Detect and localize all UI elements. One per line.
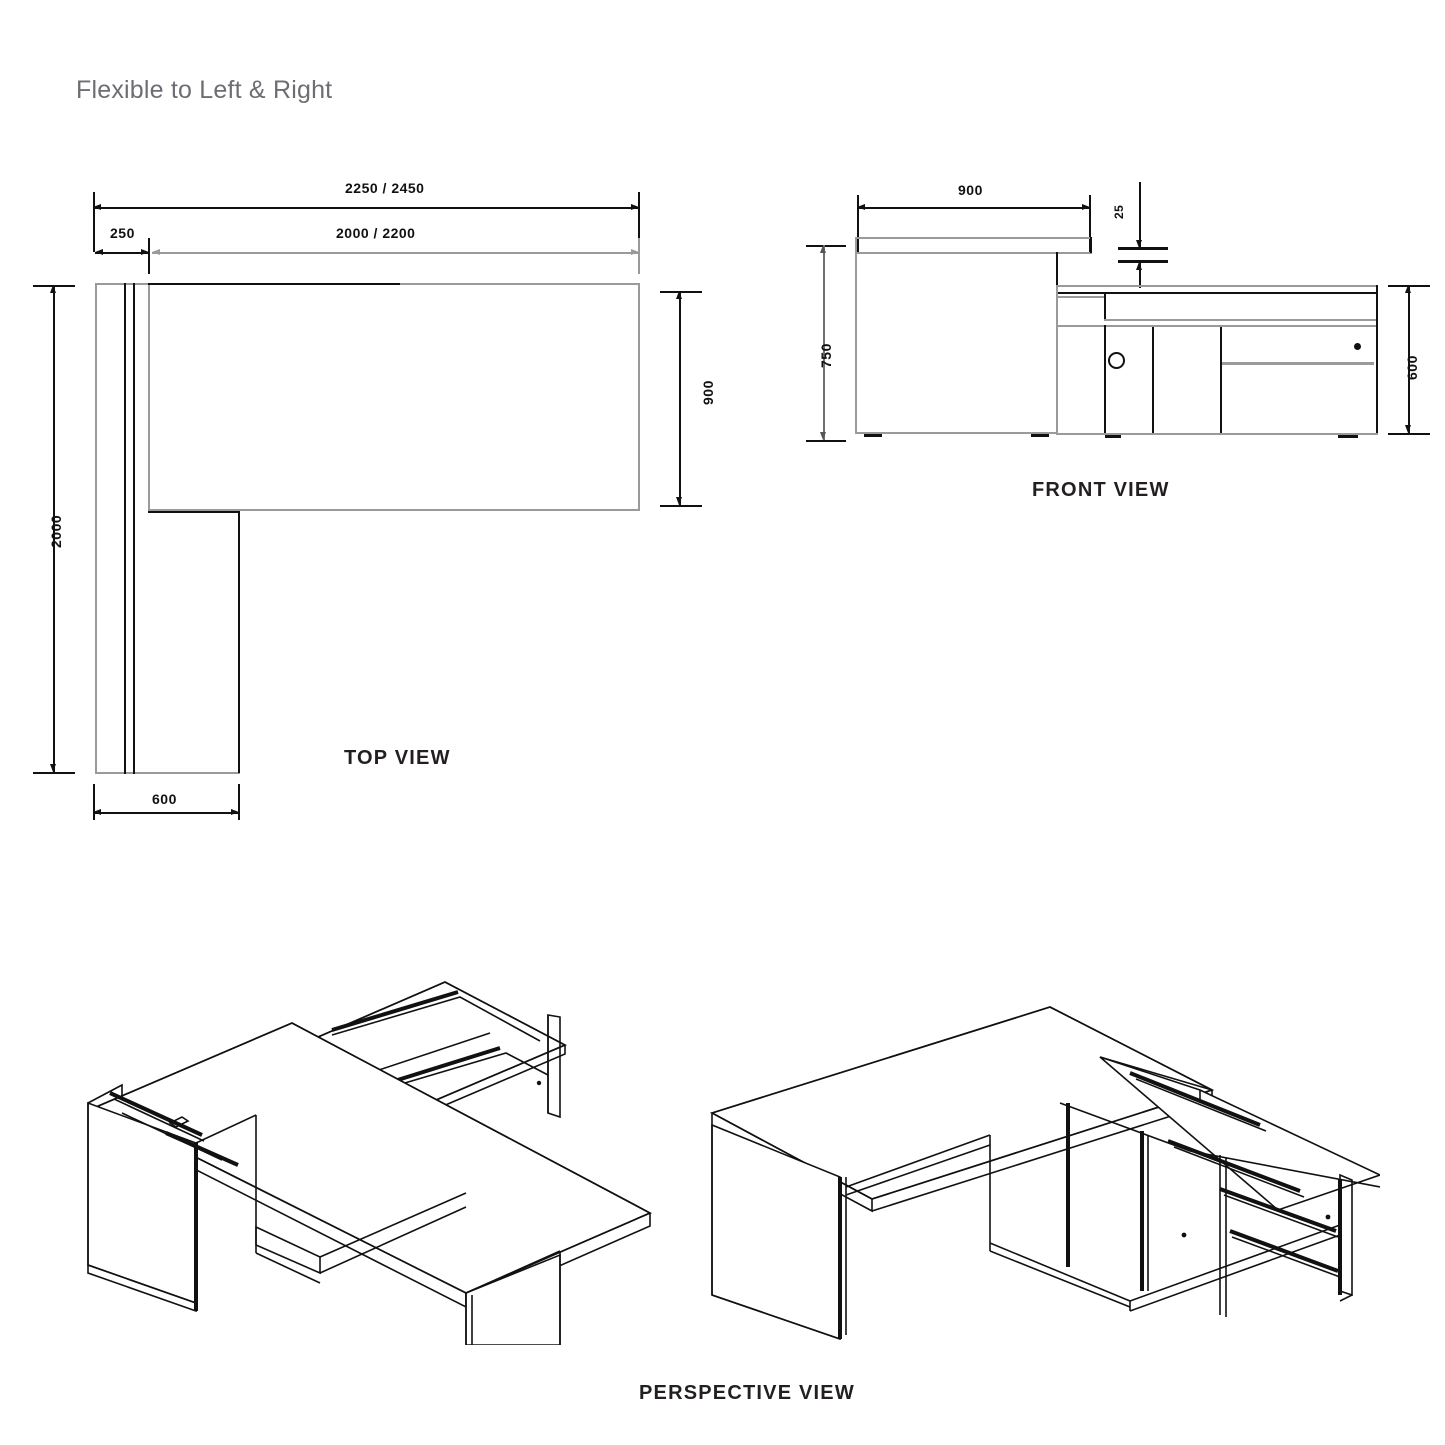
front-drawer-divider: [1222, 362, 1374, 365]
dim-line-top-overall-width: [93, 207, 639, 209]
topview-side-left-edge: [95, 283, 97, 774]
dim-front-desk-depth: 900: [958, 182, 983, 198]
front-cabinet-rail-a: [1056, 296, 1106, 298]
label-top-view: TOP VIEW: [344, 747, 451, 769]
dim-front-height: 750: [818, 343, 834, 368]
topview-side-top-edge: [95, 283, 150, 285]
page-title: Flexible to Left & Right: [76, 76, 333, 104]
front-cabinet-top-slab-upper: [1056, 285, 1376, 287]
ext-line-750-top: [806, 245, 846, 247]
ext-line-750-bottom: [806, 440, 846, 442]
front-foot-left-2: [1031, 434, 1049, 437]
dim-line-top-side-depth: [93, 812, 239, 814]
dim-arrow-600-right: [231, 809, 239, 815]
front-cabinet-door-divider-3: [1220, 327, 1222, 433]
dim-arrow-front900-right: [1082, 204, 1090, 210]
topview-side-bottom-edge: [95, 772, 240, 774]
dim-top-overall-depth: 2000: [48, 514, 64, 548]
dim-arrow-left: [93, 204, 101, 210]
front-cabinet-rail-b: [1104, 319, 1376, 321]
dim-top-return-width: 250: [110, 225, 135, 241]
topview-return-top-edge: [148, 511, 240, 513]
dim-arrow-2000-right: [631, 249, 639, 255]
ext-line-front900-right: [1089, 195, 1091, 253]
topview-return-right-edge: [238, 511, 240, 773]
dim-top-overall-width: 2250 / 2450: [345, 180, 425, 196]
dim-line-top-return-width: [95, 252, 148, 254]
ext-line-600-right: [238, 784, 240, 820]
front-cabinet-divider-top: [1104, 292, 1106, 320]
dim-arrow-600-left: [93, 809, 101, 815]
dim-line-thickness-lower: [1139, 262, 1141, 288]
ext-line-overall-right: [638, 192, 640, 252]
topview-desktop-panel: [148, 283, 640, 511]
label-front-view: FRONT VIEW: [1032, 479, 1170, 501]
front-cabinet-top-slab-lower: [1056, 292, 1376, 294]
ext-line-thickness-bottom: [1118, 260, 1168, 263]
front-desktop-top-edge: [855, 237, 1092, 239]
front-cabinet-left-edge: [1056, 285, 1058, 435]
front-foot-cab-1: [1105, 435, 1121, 438]
topview-panel-line-b: [133, 283, 135, 774]
label-perspective-view: PERSPECTIVE VIEW: [639, 1382, 855, 1404]
drawer-lock-icon: [1354, 343, 1361, 350]
front-desktop-right-cap: [1090, 237, 1092, 253]
dim-arrow-250-left: [95, 249, 103, 255]
dim-arrow-600h-up: [1405, 285, 1411, 293]
front-foot-left-1: [864, 434, 882, 437]
dim-line-front-desk-depth: [857, 207, 1090, 209]
dim-arrow-600h-down: [1405, 425, 1411, 433]
dim-line-front-cabinet-height: [1408, 285, 1410, 433]
perspective-left-drawing: [87, 981, 652, 1345]
ext-line-2000-right: [638, 238, 640, 274]
front-desktop-bottom-edge: [855, 252, 1092, 254]
dim-line-front-height: [823, 245, 825, 440]
dim-arrow-thickness-up: [1136, 262, 1142, 270]
ext-line-overall-left: [93, 192, 95, 252]
front-foot-cab-2: [1338, 435, 1358, 438]
ext-line-250-right: [148, 238, 150, 274]
perspective-right-drawing: [709, 1006, 1380, 1341]
dim-arrow-750-up: [820, 245, 826, 253]
dim-arrow-thickness-down: [1136, 240, 1142, 248]
front-left-panel-bottom: [855, 432, 1058, 434]
dim-arrow-250-right: [141, 249, 149, 255]
topview-desktop-accent: [148, 283, 400, 285]
dim-front-top-thickness: 25: [1112, 204, 1126, 219]
dim-top-desk-width: 2000 / 2200: [336, 225, 416, 241]
dim-arrow-front900-left: [857, 204, 865, 210]
dim-arrow-2000d-up: [50, 285, 56, 293]
dim-line-top-desk-width: [152, 252, 639, 254]
dim-arrow-2000-left: [152, 249, 160, 255]
dim-line-thickness-upper: [1139, 182, 1141, 248]
ext-line-600-left: [93, 784, 95, 820]
dim-line-top-desk-depth: [679, 291, 681, 505]
cabinet-knob-icon: [1108, 352, 1125, 369]
ext-line-thickness-top: [1118, 247, 1168, 250]
dim-arrow-900-up: [676, 291, 682, 299]
ext-line-2000d-bottom: [33, 772, 75, 774]
ext-line-900-bottom: [660, 505, 702, 507]
dim-top-side-depth: 600: [152, 791, 177, 807]
dim-line-top-overall-depth: [53, 285, 55, 772]
front-left-panel-left-edge: [855, 252, 857, 432]
front-cabinet-rail-c: [1056, 325, 1376, 327]
front-cabinet-door-divider-1: [1104, 325, 1106, 433]
dim-arrow-750-down: [820, 432, 826, 440]
dim-top-desk-depth: 900: [700, 380, 716, 405]
ext-line-600h-bottom: [1388, 433, 1430, 435]
front-cabinet-bottom-edge: [1056, 433, 1378, 435]
dim-arrow-900-down: [676, 497, 682, 505]
dim-arrow-right: [631, 204, 639, 210]
ext-line-front900-left: [857, 195, 859, 253]
front-cabinet-door-divider-2: [1152, 327, 1154, 433]
front-cabinet-right-edge: [1376, 285, 1378, 435]
dim-arrow-2000d-down: [50, 764, 56, 772]
topview-panel-line-a: [124, 283, 126, 774]
dim-front-cabinet-height: 600: [1404, 355, 1420, 380]
front-desktop-left-cap: [855, 237, 857, 253]
